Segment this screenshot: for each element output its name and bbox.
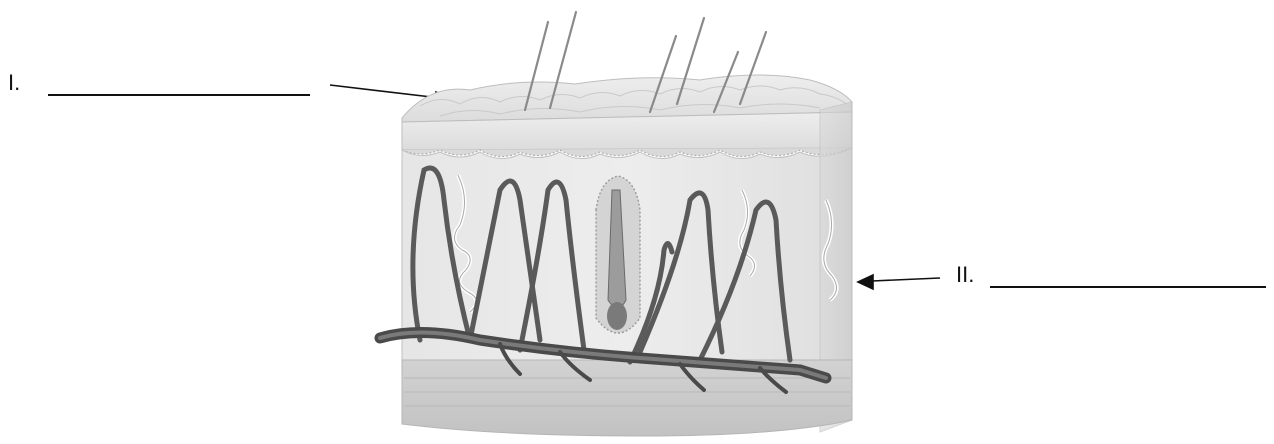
arrow-II — [858, 275, 940, 289]
hair-follicle — [596, 176, 640, 333]
